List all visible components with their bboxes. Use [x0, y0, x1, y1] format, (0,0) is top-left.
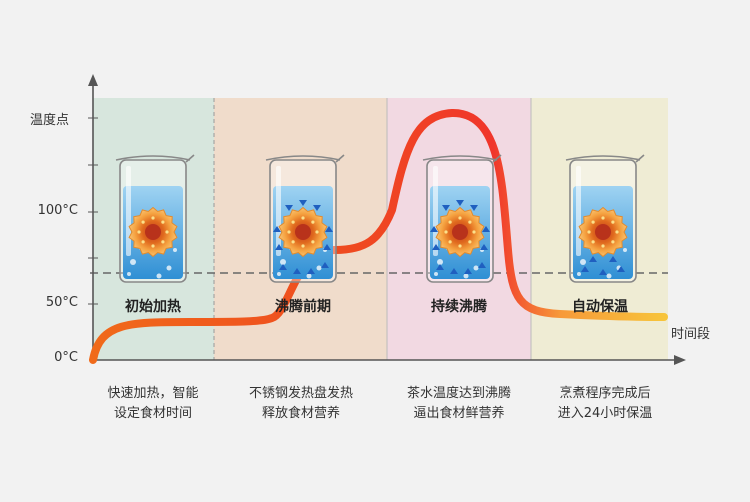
- phase-label-3: 持续沸腾: [431, 299, 487, 315]
- convection-arrow-icon: [432, 244, 440, 250]
- beaker-icon: [422, 154, 502, 283]
- y-tick-label-0: 0°C: [54, 350, 78, 365]
- convection-arrow-icon: [480, 244, 488, 250]
- y-axis-title: 温度点: [30, 113, 70, 128]
- convection-arrow-icon: [279, 264, 287, 270]
- y-tick-label-100: 100°C: [37, 203, 78, 218]
- phase-desc-3: 茶水温度达到沸腾 逼出食材鲜营养: [406, 386, 511, 421]
- convection-arrow-icon: [325, 226, 333, 232]
- convection-arrow-icon: [430, 226, 438, 232]
- temperature-curve: [89, 108, 668, 364]
- convection-arrow-icon: [299, 200, 307, 206]
- x-axis-arrow-icon: [674, 355, 686, 365]
- convection-arrow-icon: [589, 256, 597, 262]
- convection-arrow-icon: [323, 244, 331, 250]
- convection-arrow-icon: [436, 264, 444, 270]
- convection-arrow-icon: [482, 226, 490, 232]
- convection-arrow-icon: [273, 226, 281, 232]
- convection-arrow-icon: [456, 200, 464, 206]
- convection-arrow-icon: [293, 268, 301, 274]
- y-axis-arrow-icon: [88, 74, 98, 86]
- phase-label-2: 沸腾前期: [275, 299, 331, 315]
- convection-arrow-icon: [307, 268, 315, 274]
- convection-arrow-icon: [450, 268, 458, 274]
- convection-arrow-icon: [313, 205, 321, 211]
- phase-desc-4: 烹煮程序完成后 进入24小时保温: [557, 386, 653, 421]
- beaker-icon: [265, 154, 345, 283]
- convection-arrow-icon: [617, 266, 625, 272]
- convection-arrow-icon: [478, 262, 486, 268]
- phase-desc-2: 不锈钢发热盘发热 释放食材营养: [248, 386, 353, 421]
- convection-arrow-icon: [609, 256, 617, 262]
- phase-label-1: 初始加热: [125, 299, 181, 315]
- convection-arrow-icon: [275, 244, 283, 250]
- convection-arrow-icon: [321, 262, 329, 268]
- convection-arrow-icon: [442, 205, 450, 211]
- phase-label-4: 自动保温: [572, 299, 628, 315]
- convection-arrow-icon: [599, 269, 607, 275]
- beaker-icon: [565, 154, 645, 283]
- convection-arrow-icon: [285, 205, 293, 211]
- convection-arrow-icon: [581, 266, 589, 272]
- y-tick-label-50: 50°C: [45, 295, 78, 310]
- convection-arrow-icon: [470, 205, 478, 211]
- phase-desc-1: 快速加热，智能 设定食材时间: [107, 386, 199, 421]
- convection-arrow-icon: [464, 268, 472, 274]
- beaker-icon: [115, 154, 195, 283]
- x-axis-title: 时间段: [671, 327, 711, 342]
